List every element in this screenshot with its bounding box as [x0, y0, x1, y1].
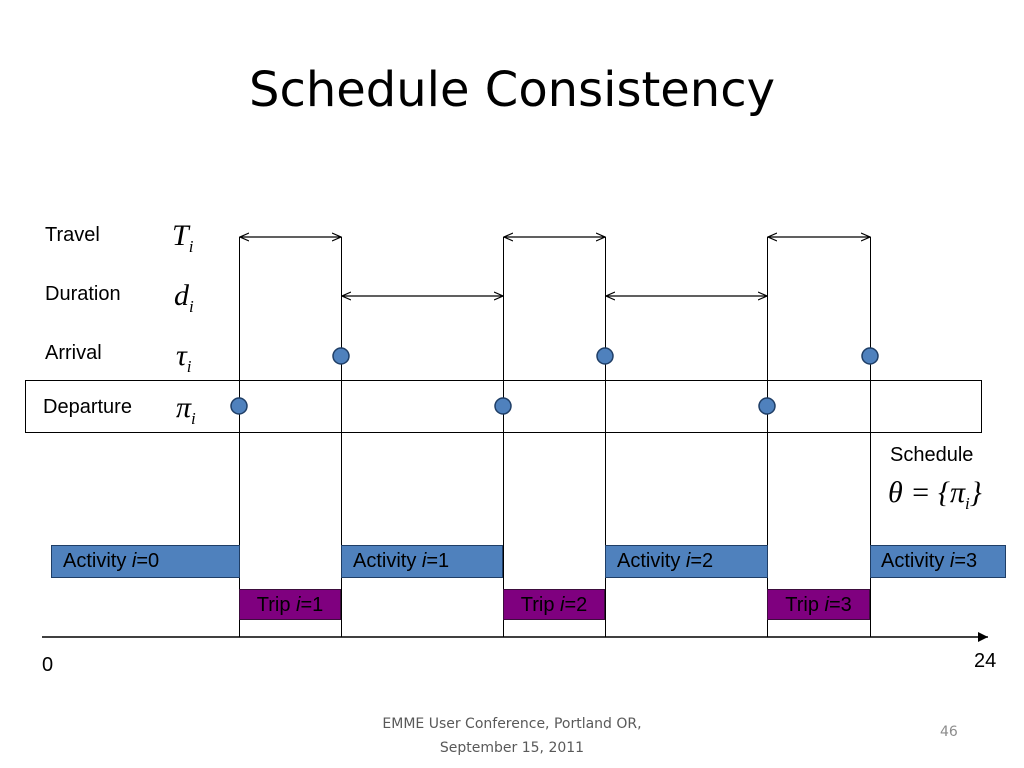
- departure-marker-3: [758, 397, 776, 415]
- activity-box-2: Activity i=2: [605, 545, 768, 578]
- slide-footer: EMME User Conference, Portland OR, Septe…: [362, 712, 662, 760]
- activity-box-3: Activity i=3: [870, 545, 1006, 578]
- activity-box-0: Activity i=0: [51, 545, 240, 578]
- footer-line-2: September 15, 2011: [439, 740, 585, 756]
- footer-line-1: EMME User Conference, Portland OR,: [382, 716, 642, 732]
- departure-marker-2: [494, 397, 512, 415]
- schedule-label: Schedule: [890, 444, 974, 466]
- axis-start-label: 0: [42, 654, 54, 676]
- trip-box-2: Trip i=2: [503, 589, 605, 620]
- duration-symbol: di: [174, 279, 194, 317]
- duration-label: Duration: [45, 283, 121, 305]
- arrival-symbol: τi: [176, 339, 192, 377]
- arrival-marker-3: [861, 347, 879, 365]
- activity-box-1: Activity i=1: [341, 545, 503, 578]
- axis-end-label: 24: [974, 650, 997, 672]
- schedule-formula: θ = {πi}: [888, 476, 982, 514]
- travel-symbol: Ti: [172, 219, 194, 257]
- departure-marker-1: [230, 397, 248, 415]
- departure-label: Departure: [43, 396, 132, 418]
- trip-box-3: Trip i=3: [767, 589, 870, 620]
- trip-box-1: Trip i=1: [239, 589, 341, 620]
- arrival-marker-1: [332, 347, 350, 365]
- departure-symbol: πi: [176, 391, 196, 429]
- page-number: 46: [940, 724, 958, 740]
- slide-title: Schedule Consistency: [248, 62, 776, 118]
- arrival-marker-2: [596, 347, 614, 365]
- time-guide-lines: [239, 237, 871, 637]
- travel-label: Travel: [45, 224, 100, 246]
- arrival-label: Arrival: [45, 342, 102, 364]
